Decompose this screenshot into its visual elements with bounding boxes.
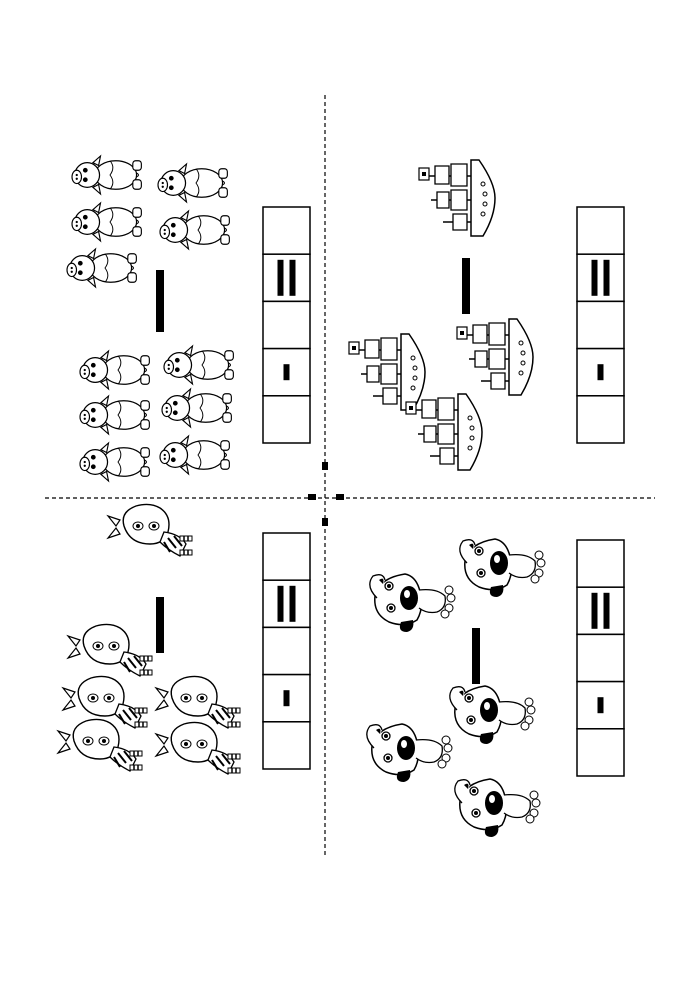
pig-icon	[66, 248, 137, 288]
answer-box[interactable]	[262, 300, 311, 350]
pig-icon	[157, 163, 228, 203]
equals-sign	[289, 585, 296, 622]
panel-bottom-left	[57, 503, 311, 775]
zebra-icon	[155, 675, 241, 729]
equals-sign	[591, 592, 598, 629]
zebra-icon	[67, 623, 153, 677]
answer-box[interactable]	[576, 300, 625, 350]
pig-icon	[79, 442, 150, 482]
minus-sign	[156, 597, 164, 653]
zebra-icon	[155, 721, 241, 775]
answer-box[interactable]	[262, 206, 311, 255]
minus-sign	[462, 258, 470, 314]
ship-right-group	[348, 318, 534, 471]
ship-left-group	[418, 159, 496, 237]
minus-sign	[283, 364, 290, 381]
pig-icon	[159, 435, 230, 475]
answer-box[interactable]	[576, 728, 625, 777]
answer-box[interactable]	[576, 395, 625, 444]
equals-sign	[277, 585, 284, 622]
dog-icon	[449, 685, 536, 745]
answer-box[interactable]	[576, 253, 625, 303]
panel-top-right	[348, 159, 625, 471]
pig-icon	[161, 388, 232, 428]
answer-box[interactable]	[262, 532, 311, 581]
answer-box[interactable]	[576, 586, 625, 636]
panel-top-left	[66, 155, 311, 482]
ship-icon	[456, 318, 534, 396]
pig-icon	[163, 345, 234, 385]
answer-boxes	[262, 532, 311, 770]
ship-icon	[405, 393, 483, 471]
dog-icon	[369, 573, 456, 633]
panel-bottom-right	[366, 538, 625, 838]
answer-box[interactable]	[576, 539, 625, 588]
pig-icon	[79, 350, 150, 390]
dog-right-group	[366, 685, 541, 838]
dog-icon	[454, 778, 541, 838]
answer-box[interactable]	[262, 395, 311, 444]
zebra-left-group	[107, 503, 193, 557]
dog-icon	[366, 723, 453, 783]
cut-lines	[45, 95, 655, 855]
equals-sign	[603, 259, 610, 296]
minus-sign	[597, 364, 604, 381]
answer-box[interactable]	[262, 626, 311, 676]
minus-sign	[472, 628, 480, 684]
dog-left-group	[369, 538, 546, 633]
equals-sign	[591, 259, 598, 296]
equals-sign	[289, 259, 296, 296]
pig-right-group	[79, 345, 234, 482]
ship-icon	[348, 333, 426, 411]
pig-icon	[71, 202, 142, 242]
pig-left-group	[66, 155, 230, 288]
pig-icon	[79, 395, 150, 435]
minus-sign	[597, 697, 604, 714]
answer-box[interactable]	[576, 633, 625, 683]
zebra-icon	[57, 718, 143, 772]
answer-boxes	[262, 206, 311, 444]
minus-sign	[283, 690, 290, 707]
dog-icon	[459, 538, 546, 598]
pig-icon	[71, 155, 142, 195]
ship-icon	[418, 159, 496, 237]
answer-boxes	[576, 539, 625, 777]
pig-icon	[159, 210, 230, 250]
zebra-icon	[107, 503, 193, 557]
equals-sign	[603, 592, 610, 629]
answer-box[interactable]	[262, 579, 311, 629]
equals-sign	[277, 259, 284, 296]
answer-box[interactable]	[262, 721, 311, 770]
answer-box[interactable]	[262, 253, 311, 303]
answer-boxes	[576, 206, 625, 444]
minus-sign	[156, 270, 164, 332]
answer-box[interactable]	[576, 206, 625, 255]
zebra-right-group	[57, 623, 241, 775]
